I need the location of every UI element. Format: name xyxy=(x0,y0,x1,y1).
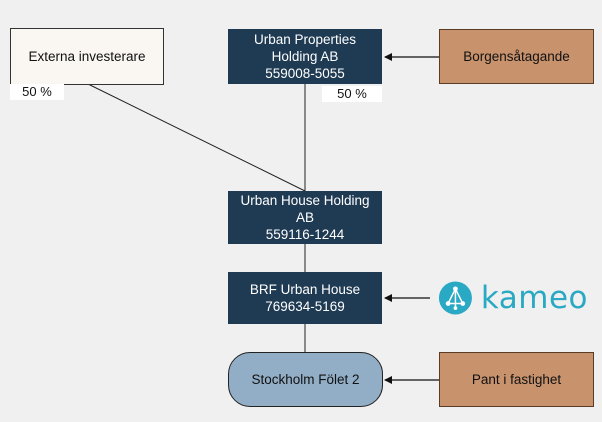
node-external-investors: Externa investerare xyxy=(10,28,164,85)
node-urban-house-holding-label: Urban House Holding AB 559116-1244 xyxy=(240,192,370,243)
node-urban-properties-label: Urban Properties Holding AB 559008-5055 xyxy=(253,31,357,82)
node-brf-urban-house-label: BRF Urban House 769634-5169 xyxy=(249,281,361,314)
node-brf-urban-house: BRF Urban House 769634-5169 xyxy=(228,272,382,324)
node-property-pledge: Pant i fastighet xyxy=(439,352,594,407)
node-property-pledge-label: Pant i fastighet xyxy=(471,371,562,387)
kameo-logo-icon xyxy=(438,281,472,315)
node-stockholm-folet-label: Stockholm Fölet 2 xyxy=(251,371,360,387)
node-external-investors-label: Externa investerare xyxy=(28,48,146,64)
urban-properties-share-label: 50 % xyxy=(322,86,382,102)
line-external-to-holding xyxy=(87,83,306,192)
node-guarantee-label: Borgensåtagande xyxy=(463,48,570,64)
external-share-label: 50 % xyxy=(10,84,64,100)
node-urban-house-holding: Urban House Holding AB 559116-1244 xyxy=(228,191,382,244)
node-guarantee: Borgensåtagande xyxy=(439,29,594,84)
kameo-wordmark: kameo xyxy=(480,280,588,316)
node-urban-properties: Urban Properties Holding AB 559008-5055 xyxy=(228,29,382,84)
kameo-logo: kameo xyxy=(438,279,588,317)
node-stockholm-folet: Stockholm Fölet 2 xyxy=(228,352,383,407)
